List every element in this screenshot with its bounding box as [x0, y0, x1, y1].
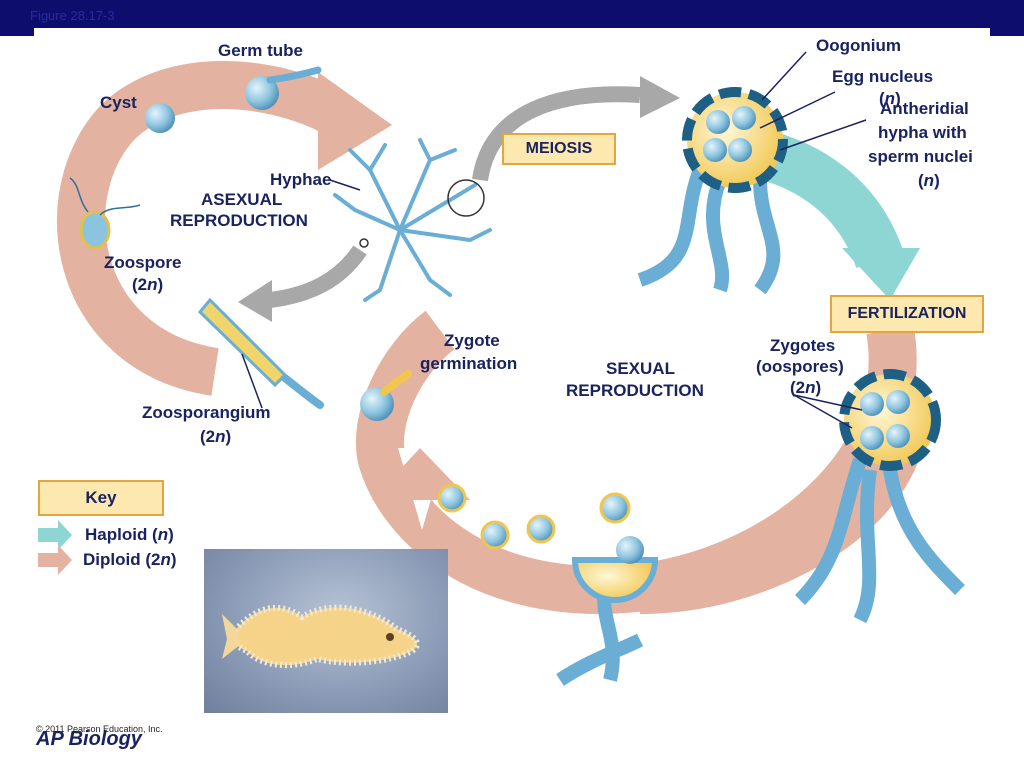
header-bar [0, 0, 1024, 28]
sexual-label-line1: SEXUAL [606, 359, 675, 378]
bottom-oogonium [556, 492, 659, 686]
antheridial-label-line1: Antheridial [880, 99, 969, 118]
zoospore-cell [69, 177, 141, 250]
figure-label: Figure 28.17-3 [30, 8, 115, 23]
egg-nucleus-ploidy-label: (n) [879, 89, 901, 108]
zygotes-label-line1: Zygotes [770, 336, 836, 355]
corner-accent-left [0, 28, 34, 36]
germ-tube-label: Germ tube [218, 41, 304, 60]
zoospore-label: Zoospore [104, 253, 182, 272]
leader-lines [241, 51, 867, 429]
sexual-label-line2: REPRODUCTION [566, 381, 704, 400]
zoosporangium-cell [197, 297, 324, 409]
germinating-zygote [360, 370, 412, 421]
cyst-cell [145, 103, 175, 133]
course-label: AP Biology [36, 728, 142, 750]
zygote-germination-label-line2: germination [420, 354, 518, 373]
asexual-label-line2: REPRODUCTION [170, 211, 308, 230]
zoosporangium-label: Zoosporangium [142, 403, 271, 422]
meiosis-label: MEIOSIS [502, 133, 616, 165]
corner-accent-right [990, 28, 1024, 36]
zoospore-ploidy-label: (2n) [132, 275, 164, 294]
zygotes-label-line2: (oospores) [756, 357, 844, 376]
infected-fish-photo [204, 549, 448, 713]
haploid-key-arrow [38, 520, 72, 550]
header-divider [0, 28, 1024, 32]
fertilization-label: FERTILIZATION [830, 295, 984, 333]
asexual-gray-arrow [238, 245, 367, 322]
antheridial-label-line3: sperm nuclei [868, 147, 973, 166]
zygotes-ploidy-label: (2n) [790, 378, 822, 397]
zygotes-structure [794, 369, 965, 624]
antheridial-label-line2: hypha with [878, 123, 967, 142]
zoosporangium-ploidy-label: (2n) [200, 427, 232, 446]
meiosis-gray-arrow [472, 76, 680, 182]
germ-tube-cell [245, 66, 322, 110]
key-title: Key [38, 480, 164, 516]
oogonium-label: Oogonium [816, 36, 901, 55]
diploid-key-arrow [38, 545, 72, 575]
copyright-text: © 2011 Pearson Education, Inc. [36, 724, 163, 734]
egg-nucleus-label: Egg nucleus [832, 67, 934, 86]
diploid-key-label: Diploid (2n) [83, 550, 177, 569]
released-zygotes [437, 483, 556, 550]
cyst-label: Cyst [100, 93, 137, 112]
haploid-key-label: Haploid (n) [85, 525, 174, 544]
fish-image [222, 604, 420, 669]
zygote-germination-label-line1: Zygote [444, 331, 500, 350]
asexual-label-line1: ASEXUAL [201, 190, 283, 209]
hyphae-network [333, 138, 492, 302]
hyphae-label: Hyphae [270, 170, 332, 189]
antheridial-ploidy-label: (n) [918, 171, 940, 190]
oogonium-structure [637, 87, 788, 295]
